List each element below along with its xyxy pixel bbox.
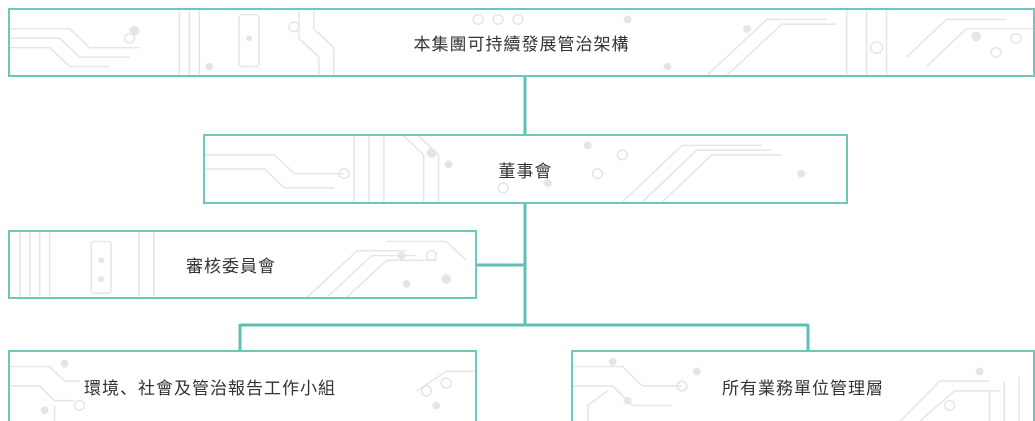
board-box: 董事會	[203, 134, 848, 204]
audit-committee-label: 審核委員會	[186, 257, 276, 277]
business-management-box: 所有業務單位管理層	[571, 350, 1035, 421]
esg-working-group-box: 環境、社會及管治報告工作小組	[8, 350, 477, 421]
circuit-pattern	[205, 136, 806, 202]
audit-committee-box: 審核委員會	[8, 230, 477, 299]
circuit-pattern	[573, 357, 1020, 421]
circuit-pattern	[10, 359, 475, 421]
board-label: 董事會	[498, 161, 553, 182]
title-box: 本集團可持續發展管治架構	[8, 8, 1035, 77]
circuit-pattern	[10, 10, 1033, 75]
circuit-pattern	[19, 232, 467, 297]
esg-working-group-label: 環境、社會及管治報告工作小組	[84, 379, 336, 399]
page-title: 本集團可持續發展管治架構	[413, 35, 630, 55]
business-management-label: 所有業務單位管理層	[722, 379, 884, 399]
